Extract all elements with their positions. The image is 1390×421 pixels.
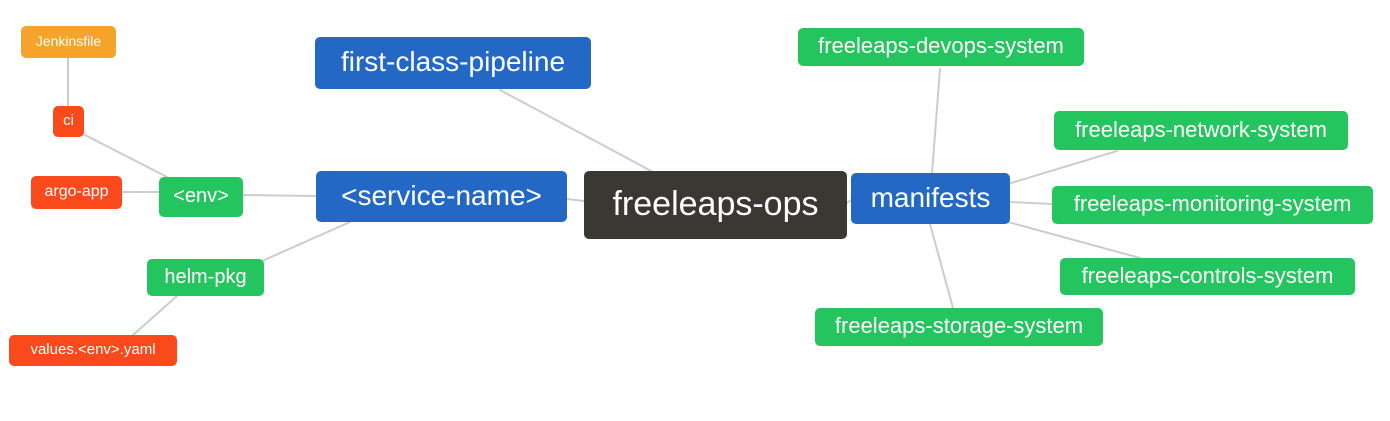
edge-manifests-network [1010, 150, 1118, 184]
edge-ops-manifests [846, 199, 852, 204]
node-manifests[interactable]: manifests [851, 173, 1010, 224]
edge-service-name-ops [566, 198, 585, 202]
edge-env-service-name [242, 194, 317, 197]
node-ci[interactable]: ci [53, 106, 84, 137]
edge-manifests-controls [1007, 221, 1141, 259]
edge-helm-pkg-values [132, 295, 178, 336]
edge-manifests-devops [931, 68, 941, 174]
node-helm-pkg[interactable]: helm-pkg [147, 259, 264, 296]
node-freeleaps-storage-system[interactable]: freeleaps-storage-system [815, 308, 1103, 346]
node-argo-app[interactable]: argo-app [31, 176, 122, 209]
edge-ci-env [82, 133, 168, 178]
node-service-name[interactable]: <service-name> [316, 171, 567, 222]
edge-manifests-monitoring [1010, 201, 1053, 205]
node-jenkinsfile[interactable]: Jenkinsfile [21, 26, 116, 58]
edge-pipeline-ops [499, 89, 654, 173]
edge-manifests-storage [929, 223, 954, 309]
edge-service-name-helm-pkg [261, 221, 351, 262]
node-freeleaps-controls-system[interactable]: freeleaps-controls-system [1060, 258, 1355, 295]
node-env[interactable]: <env> [159, 177, 243, 217]
node-freeleaps-ops[interactable]: freeleaps-ops [584, 171, 847, 239]
node-freeleaps-monitoring-system[interactable]: freeleaps-monitoring-system [1052, 186, 1373, 224]
node-values-env-yaml[interactable]: values.<env>.yaml [9, 335, 177, 366]
node-first-class-pipeline[interactable]: first-class-pipeline [315, 37, 591, 89]
node-freeleaps-devops-system[interactable]: freeleaps-devops-system [798, 28, 1084, 66]
node-freeleaps-network-system[interactable]: freeleaps-network-system [1054, 111, 1348, 150]
